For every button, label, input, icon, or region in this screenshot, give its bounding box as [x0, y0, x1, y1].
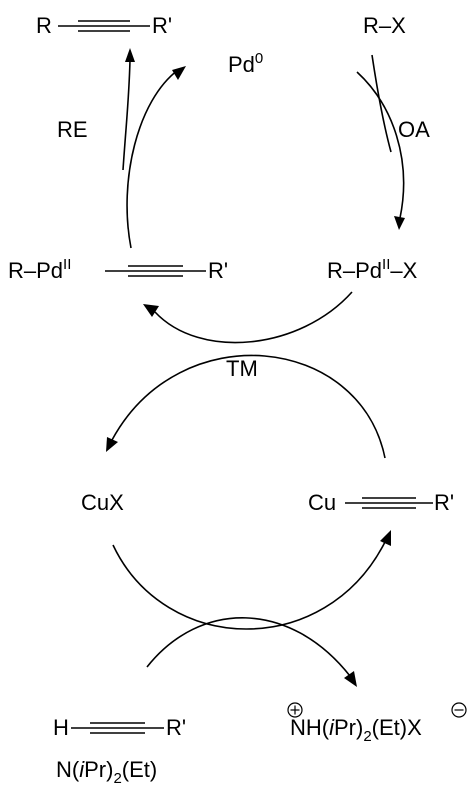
- cux-label: CuX: [81, 490, 124, 515]
- oa-arrow-head: [394, 216, 405, 230]
- pd-halide-label: R–PdII–X: [327, 256, 418, 283]
- plus-charge-icon: [287, 702, 303, 718]
- cu-upper-arc: [111, 354, 386, 459]
- minus-charge-icon: [451, 702, 467, 718]
- oa-label: OA: [398, 117, 430, 142]
- alkyne-h-label: H: [53, 715, 69, 740]
- re-product-branch: [122, 59, 131, 171]
- tm-upper-arrow-head: [143, 304, 159, 317]
- pd-alkynyl-triple-bond: [105, 265, 206, 277]
- tm-label: TM: [226, 356, 258, 381]
- amine-base-label: N(iPr)2(Et): [56, 757, 157, 787]
- re-product-arrow-head: [125, 48, 135, 62]
- alkyne-triple-bond: [71, 722, 164, 734]
- alkyne-rprime-label: R': [166, 715, 186, 740]
- product-r-label: R: [36, 13, 52, 38]
- product-triple-bond: [58, 20, 150, 32]
- cu-lower-arc: [112, 541, 386, 630]
- deprotonation-arrow-head: [344, 671, 357, 687]
- re-arrow-head: [172, 66, 186, 80]
- cu-lower-arrow-head: [380, 530, 391, 546]
- cu-acetylide-rprime-label: R': [434, 490, 454, 515]
- ammonium-salt-label: NH(iPr)2(Et)X: [290, 715, 422, 745]
- oa-reagent-branch: [371, 54, 392, 153]
- deprotonation-arc: [146, 617, 351, 677]
- pd-alkynyl-rprime-label: R': [208, 258, 228, 283]
- cu-acetylide-cu-label: Cu: [308, 490, 336, 515]
- cu-acetylide-triple-bond: [345, 497, 433, 509]
- pd-alkynyl-label: R–PdII: [8, 256, 71, 283]
- tm-upper-arc: [154, 291, 353, 344]
- pd0-label: Pd0: [228, 50, 263, 77]
- aryl-halide-label: R–X: [363, 13, 406, 38]
- re-label: RE: [57, 117, 88, 142]
- oa-arc: [356, 71, 405, 219]
- product-rprime-label: R': [152, 13, 172, 38]
- cu-upper-arrow-head: [106, 437, 118, 452]
- re-arc: [126, 69, 179, 249]
